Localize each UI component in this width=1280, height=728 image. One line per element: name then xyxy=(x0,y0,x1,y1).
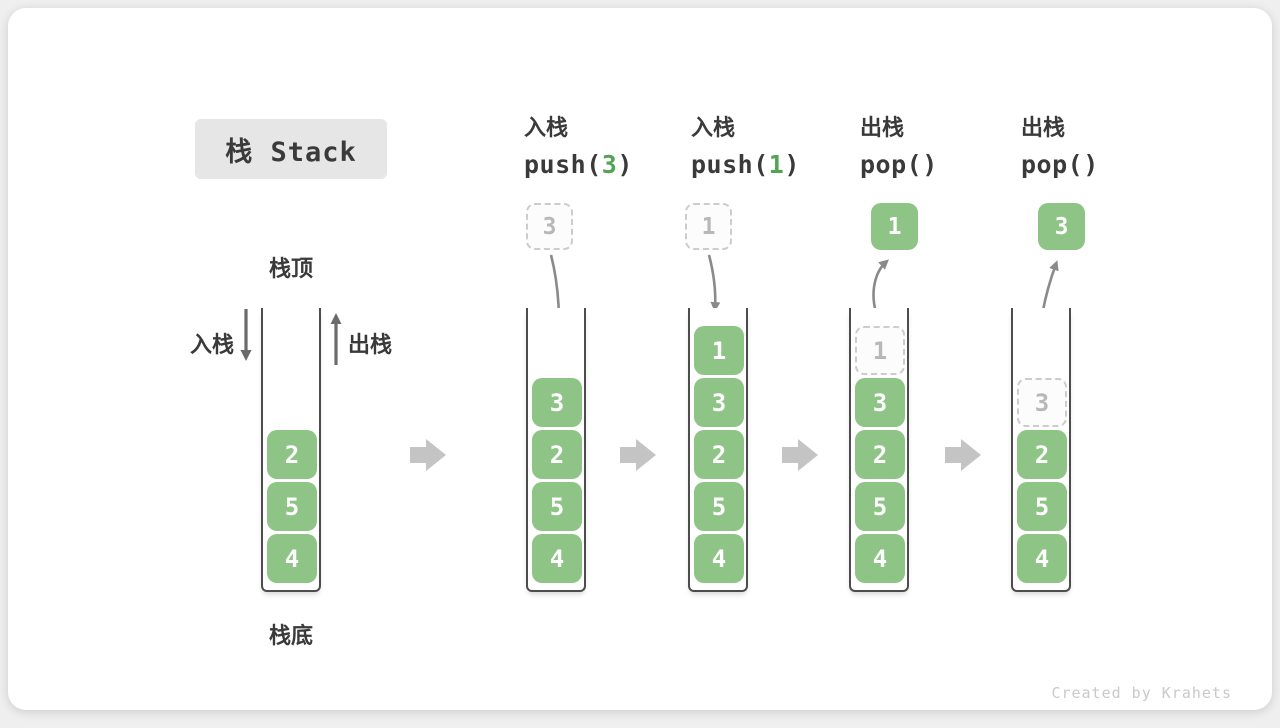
stack-container: 1 3 2 5 4 xyxy=(849,308,909,592)
stack-top-label: 栈顶 xyxy=(268,257,313,282)
stack-container: 1 3 2 5 4 xyxy=(688,308,748,592)
stack-cell: 2 xyxy=(694,430,744,479)
incoming-value-box: 1 xyxy=(685,203,732,250)
stack-cell: 5 xyxy=(694,482,744,531)
transition-arrow-icon xyxy=(620,439,656,471)
op-code: pop() xyxy=(860,150,938,179)
title-badge: 栈 Stack xyxy=(195,119,387,179)
op-code: push(3) xyxy=(524,150,633,179)
stack-container: 3 2 5 4 xyxy=(526,308,586,592)
watermark: Created by Krahets xyxy=(1051,684,1232,702)
op-label-push-1: 入栈 push(1) xyxy=(691,115,800,179)
op-name: 出栈 xyxy=(1021,116,1066,141)
stack-cell-removed: 3 xyxy=(1017,378,1067,427)
transition-arrow-icon xyxy=(410,439,446,471)
op-name: 出栈 xyxy=(860,116,905,141)
code-suf: ) xyxy=(617,150,633,179)
stack-cell: 4 xyxy=(694,534,744,583)
stack-cell: 3 xyxy=(855,378,905,427)
op-label-push-3: 入栈 push(3) xyxy=(524,115,633,179)
code-suf: ) xyxy=(1083,150,1099,179)
stack-cell: 1 xyxy=(694,326,744,375)
stack-cell: 2 xyxy=(1017,430,1067,479)
code-suf: ) xyxy=(922,150,938,179)
code-pre: pop( xyxy=(860,150,923,179)
diagram-card: 栈 Stack 栈顶 栈底 入栈 出栈 入栈 push(3) 入栈 push(1… xyxy=(8,8,1272,710)
code-arg: 3 xyxy=(601,150,618,179)
code-pre: push( xyxy=(524,150,602,179)
push-curve-arrow-icon xyxy=(707,254,721,312)
stack-bottom-label: 栈底 xyxy=(268,624,313,649)
stack-cell: 5 xyxy=(1017,482,1067,531)
transition-arrow-icon xyxy=(782,439,818,471)
op-name: 入栈 xyxy=(691,116,736,141)
op-code: push(1) xyxy=(691,150,800,179)
stack-cell: 3 xyxy=(694,378,744,427)
op-name: 入栈 xyxy=(524,116,569,141)
transition-arrow-icon xyxy=(945,439,981,471)
stack-cell: 4 xyxy=(855,534,905,583)
stack-container: 2 5 4 xyxy=(261,308,321,592)
op-label-pop-3: 出栈 pop() xyxy=(1021,115,1099,179)
stack-cell: 5 xyxy=(855,482,905,531)
stack-cell: 4 xyxy=(1017,534,1067,583)
stack-cell: 4 xyxy=(532,534,582,583)
push-side-label: 入栈 xyxy=(189,333,234,358)
stack-cell: 2 xyxy=(532,430,582,479)
code-arg: 1 xyxy=(768,150,785,179)
stack-cell: 3 xyxy=(532,378,582,427)
stack-cell: 5 xyxy=(532,482,582,531)
code-pre: pop( xyxy=(1021,150,1084,179)
stack-cell: 5 xyxy=(267,482,317,531)
pop-side-label: 出栈 xyxy=(348,333,393,358)
stack-cell: 4 xyxy=(267,534,317,583)
code-suf: ) xyxy=(784,150,800,179)
incoming-value-box: 3 xyxy=(526,203,573,250)
popped-value-box: 1 xyxy=(871,203,918,250)
code-pre: push( xyxy=(691,150,769,179)
popped-value-box: 3 xyxy=(1038,203,1085,250)
stack-cell-removed: 1 xyxy=(855,326,905,375)
title-text: 栈 Stack xyxy=(225,136,357,168)
op-code: pop() xyxy=(1021,150,1099,179)
stack-cell: 2 xyxy=(855,430,905,479)
stack-cell: 2 xyxy=(267,430,317,479)
stack-container: 3 2 5 4 xyxy=(1011,308,1071,592)
op-label-pop-1: 出栈 pop() xyxy=(860,115,938,179)
